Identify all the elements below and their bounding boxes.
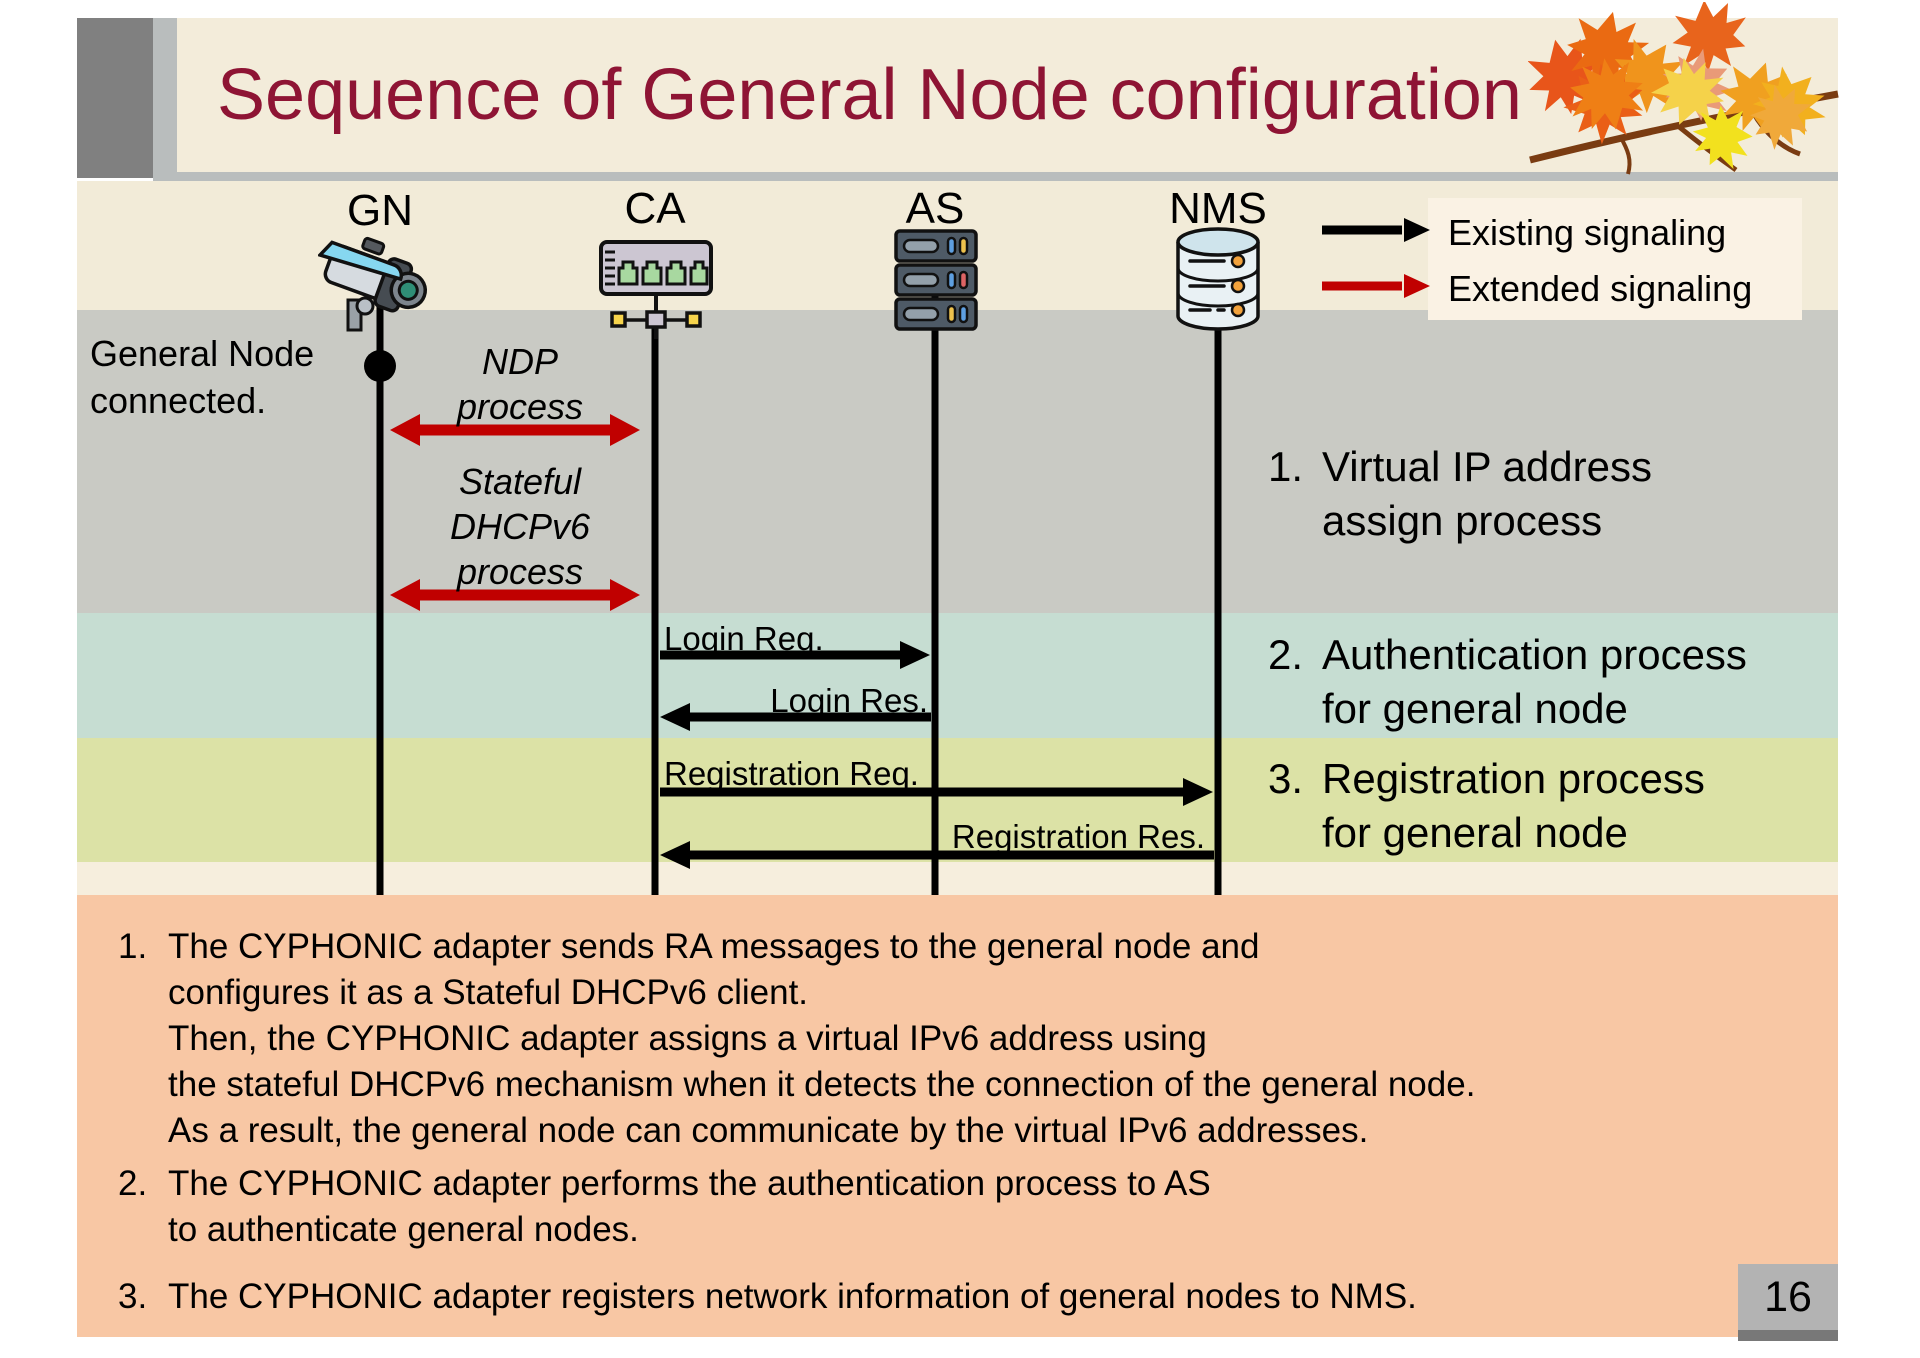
side-note-number: 1. <box>1268 443 1304 490</box>
existing-signaling-arrow-icon <box>1322 218 1430 242</box>
login-req-label: Login Req. <box>664 620 824 657</box>
legend-box <box>1428 198 1802 320</box>
legend-extended-label: Extended signaling <box>1448 268 1753 309</box>
actor-label-nms: NMS <box>1169 184 1267 233</box>
explanation-text: The CYPHONIC adapter registers network i… <box>168 1277 1417 1316</box>
title-divider <box>153 172 1838 181</box>
side-note-authentication: 2. Authentication process for general no… <box>1268 628 1747 736</box>
phase3-band <box>77 738 1838 862</box>
ndp-process-label: NDP process <box>456 341 584 427</box>
footer-gap-band <box>77 862 1838 895</box>
phase2-band <box>77 613 1838 738</box>
explanation-text: The CYPHONIC adapter sends RA messages t… <box>168 927 1476 1150</box>
actor-label-as: AS <box>905 184 965 233</box>
page-number: 16 <box>1764 1272 1812 1321</box>
explanation-number: 1. <box>118 927 148 966</box>
explanation-item-3: 3. The CYPHONIC adapter registers networ… <box>118 1274 1417 1320</box>
explanation-text: The CYPHONIC adapter performs the authen… <box>168 1164 1211 1249</box>
explanation-item-2: 2. The CYPHONIC adapter performs the aut… <box>118 1161 1211 1253</box>
stateful-dhcpv6-process-label: Stateful DHCPv6 process <box>449 461 591 592</box>
side-note-number: 3. <box>1268 755 1304 802</box>
login-res-label: Login Res. <box>770 682 928 719</box>
login-req-arrow <box>660 641 930 669</box>
camera-icon <box>318 236 427 332</box>
ndp-arrow <box>390 414 640 446</box>
explanation-number: 2. <box>118 1164 148 1203</box>
side-note-registration: 3. Registration process for general node <box>1268 752 1705 860</box>
registration-req-arrow <box>660 778 1213 806</box>
title-accent-border <box>153 18 177 180</box>
connect-event-dot <box>364 350 396 382</box>
dhcpv6-arrow <box>390 579 640 611</box>
legend-existing-label: Existing signaling <box>1448 212 1727 253</box>
explanation-number: 3. <box>118 1277 148 1316</box>
side-note-text: Registration process for general node <box>1322 755 1705 856</box>
registration-res-label: Registration Res. <box>951 818 1205 855</box>
actor-label-ca: CA <box>624 184 686 233</box>
general-node-connected-note: General Node connected. <box>90 333 315 421</box>
network-switch-icon <box>599 240 713 339</box>
side-note-text: Authentication process for general node <box>1322 631 1747 732</box>
side-note-virtual-ip: 1. Virtual IP address assign process <box>1268 440 1652 548</box>
page-number-badge: 16 <box>1738 1264 1838 1330</box>
extended-signaling-arrow-icon <box>1322 274 1430 298</box>
page-title: Sequence of General Node configuration <box>217 55 1522 135</box>
explanation-item-1: 1. The CYPHONIC adapter sends RA message… <box>118 924 1475 1154</box>
actor-label-gn: GN <box>347 186 413 235</box>
page-number-badge-shadow <box>1738 1330 1838 1341</box>
side-note-text: Virtual IP address assign process <box>1322 443 1652 544</box>
database-icon <box>1176 227 1260 331</box>
login-res-arrow <box>660 703 931 731</box>
autumn-leaves-icon <box>1528 2 1840 175</box>
explanation-panel <box>77 895 1838 1337</box>
title-accent-block <box>77 18 153 178</box>
registration-req-label: Registration Req. <box>664 755 919 792</box>
side-note-number: 2. <box>1268 631 1304 678</box>
registration-res-arrow <box>660 841 1214 869</box>
server-icon <box>894 229 978 331</box>
